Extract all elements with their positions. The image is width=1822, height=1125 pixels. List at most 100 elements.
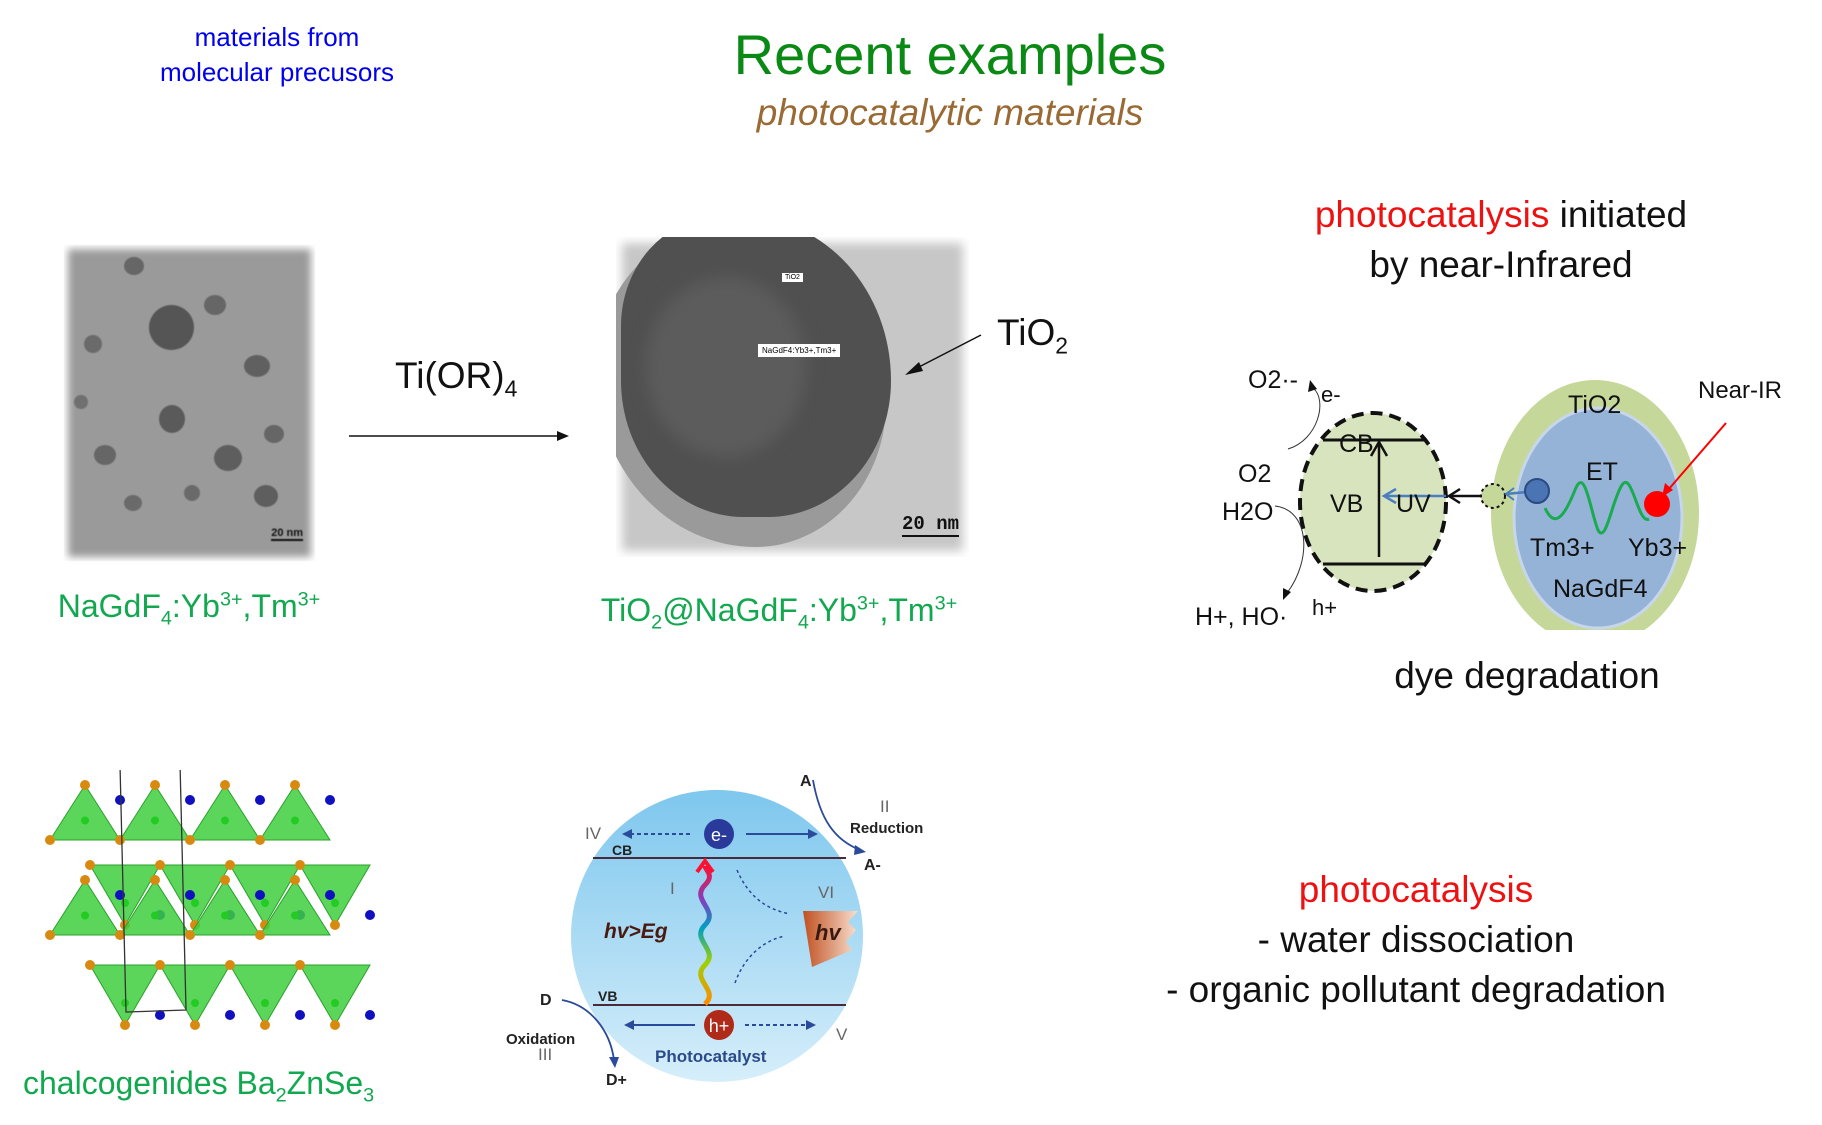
- list-item: - organic pollutant degradation: [1166, 969, 1666, 1010]
- tetrahedron: [259, 784, 331, 841]
- applications-list: photocatalysis - water dissociation - or…: [1166, 865, 1666, 1015]
- se-atom: [85, 960, 95, 970]
- vb-label: VB: [1330, 490, 1363, 518]
- se-atom: [185, 930, 195, 940]
- tetrahedron: [159, 964, 231, 1026]
- ba-atom: [325, 890, 335, 900]
- se-atom: [260, 1020, 270, 1030]
- acceptor-label: A: [800, 773, 812, 790]
- zn-atom: [151, 911, 159, 920]
- se-atom: [220, 780, 230, 790]
- unit-cell: [119, 770, 187, 1013]
- se-atom: [115, 930, 125, 940]
- se-atom: [295, 960, 305, 970]
- step-ii-label: II: [880, 797, 889, 816]
- photocatalyst-diagram: e- h+ IV I VI III V II CB VB hv>Eg hv D …: [506, 773, 923, 1089]
- se-atom: [150, 780, 160, 790]
- h2o-label: H2O: [1222, 498, 1273, 526]
- se-atom: [225, 860, 235, 870]
- se-atom: [155, 860, 165, 870]
- tm-label: Tm3+: [1530, 534, 1595, 562]
- ba-atom: [115, 795, 125, 805]
- zn-atom: [261, 899, 269, 907]
- zn-atom: [221, 816, 229, 825]
- list-item: - water dissociation: [1257, 919, 1575, 960]
- electron-label: e-: [711, 825, 727, 845]
- caption-nagdf4: NaGdF4:Yb3+,Tm3+: [57, 588, 321, 630]
- near-ir-label: Near-IR: [1698, 377, 1782, 404]
- hole-label: h+: [1312, 595, 1337, 620]
- se-atom: [185, 835, 195, 845]
- step-iii-label: III: [538, 1045, 552, 1064]
- hole-label: h+: [709, 1016, 730, 1036]
- ba-atom: [155, 1010, 165, 1020]
- se-atom: [255, 930, 265, 940]
- step-i-label: I: [670, 879, 675, 898]
- vb-label: VB: [598, 988, 617, 1004]
- zn-atom: [331, 999, 339, 1007]
- acceptor-minus-label: A-: [864, 857, 881, 874]
- tio2-pointer-label: TiO2: [997, 312, 1068, 359]
- nir-upconversion-diagram: CB VB UV O2·- e- O2 H2O H+, HO· h+ TiO2 …: [1195, 366, 1782, 630]
- ba-atom: [365, 1010, 375, 1020]
- se-atom: [80, 875, 90, 885]
- tem-image-core-shell: NaGdF4:Yb3+,Tm3+ TiO2 20 nm: [616, 237, 969, 557]
- zn-atom: [81, 911, 89, 920]
- se-atom: [330, 1020, 340, 1030]
- se-atom: [295, 860, 305, 870]
- reduction-label: Reduction: [850, 820, 923, 837]
- tem-image-nagdf4: 20 nm: [64, 245, 315, 561]
- slide-subtitle: photocatalytic materials: [756, 92, 1144, 133]
- nagdf4-core: [1512, 406, 1684, 630]
- donor-plus-label: D+: [606, 1072, 627, 1089]
- et-label: ET: [1586, 458, 1618, 486]
- step-v-label: V: [836, 1025, 848, 1044]
- se-atom: [45, 930, 55, 940]
- zn-atom: [291, 911, 299, 920]
- note: materials from molecular precusors: [160, 20, 394, 90]
- cb-label: CB: [612, 842, 632, 858]
- emission-hv-label: hv: [815, 920, 842, 945]
- zn-atom: [331, 899, 339, 907]
- tetrahedron: [49, 784, 121, 841]
- tio2-label: TiO2: [1568, 391, 1621, 419]
- se-atom: [80, 780, 90, 790]
- se-atom: [115, 835, 125, 845]
- dye-degradation-label: dye degradation: [1394, 655, 1660, 696]
- ba-atom: [185, 795, 195, 805]
- slide-title: Recent examples: [733, 23, 1167, 86]
- ba-atom: [365, 910, 375, 920]
- tetrahedron: [189, 879, 261, 936]
- nagdf4-label: NaGdF4: [1553, 575, 1648, 603]
- ba-atom: [295, 1010, 305, 1020]
- ba-atom: [325, 795, 335, 805]
- se-atom: [150, 875, 160, 885]
- scale-bar: 20 nm: [271, 527, 303, 541]
- reaction-arrow: [349, 431, 569, 441]
- ba-atom: [225, 1010, 235, 1020]
- step-iv-label: IV: [585, 824, 602, 843]
- cb-label: CB: [1339, 430, 1374, 458]
- tetrahedron: [119, 879, 191, 936]
- ba-atom: [255, 795, 265, 805]
- ba-atom: [185, 890, 195, 900]
- donor-label: D: [540, 992, 552, 1009]
- tetrahedron: [259, 879, 331, 936]
- oxidation-label: Oxidation: [506, 1031, 575, 1048]
- se-atom: [225, 960, 235, 970]
- nir-heading: photocatalysis initiated by near-Infrare…: [1314, 194, 1688, 285]
- tm-ion: [1524, 478, 1550, 504]
- se-atom: [155, 960, 165, 970]
- se-atom: [255, 835, 265, 845]
- zn-atom: [191, 999, 199, 1007]
- zn-atom: [261, 999, 269, 1007]
- crystal-caption: chalcogenides Ba2ZnSe3: [23, 1065, 375, 1107]
- zn-atom: [121, 899, 129, 907]
- note-line: molecular precusors: [159, 57, 395, 87]
- ba-atom: [255, 890, 265, 900]
- inset-tio2-label: TiO2: [782, 273, 803, 282]
- se-atom: [120, 1020, 130, 1030]
- zn-atom: [121, 999, 129, 1007]
- se-atom: [45, 835, 55, 845]
